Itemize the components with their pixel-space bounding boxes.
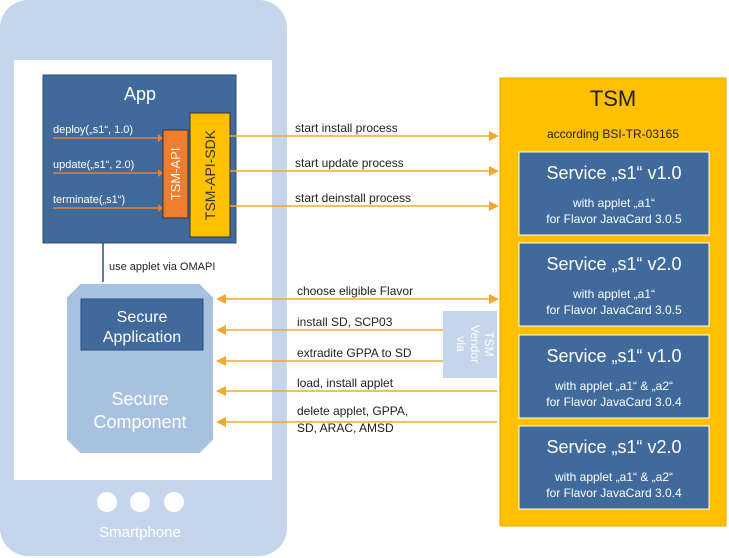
service-card: Service „s1“ v1.0 with applet „a1“ & „a2…: [518, 334, 710, 419]
tsm-box: TSM according BSI-TR-03165 Service „s1“ …: [499, 77, 727, 527]
label-delete-1: delete applet, GPPA,: [297, 404, 408, 418]
secure-component-label-1: Secure: [111, 389, 168, 409]
service-title: Service „s1“ v1.0: [546, 163, 681, 183]
vendor-label-2: Vendor: [468, 325, 482, 363]
tsm-title: TSM: [590, 86, 636, 111]
chip-pins: [42, 270, 240, 466]
phone-button-2[interactable]: [130, 492, 150, 512]
phone-button-1[interactable]: [97, 492, 117, 512]
service-title: Service „s1“ v2.0: [546, 254, 681, 274]
app-title: App: [124, 84, 156, 104]
label-load-install: load, install applet: [297, 376, 394, 390]
secure-application-label-2: Application: [103, 329, 181, 346]
service-line2: for Flavor JavaCard 3.0.5: [546, 303, 682, 317]
service-card-3: [518, 334, 710, 419]
service-card-4: [518, 425, 710, 510]
service-card-2: [518, 242, 710, 327]
service-line1: with applet „a1“: [572, 196, 655, 210]
service-line2: for Flavor JavaCard 3.0.4: [546, 486, 682, 500]
phone-button-3[interactable]: [164, 492, 184, 512]
label-deinstall-process: start deinstall process: [295, 191, 411, 205]
service-line1: with applet „a1“ & „a2“: [554, 379, 673, 393]
call-update: update(„s1“, 2.0): [53, 159, 134, 171]
label-install-process: start install process: [295, 121, 398, 135]
service-line2: for Flavor JavaCard 3.0.5: [546, 212, 682, 226]
tsm-api-box: [162, 129, 189, 219]
label-delete-2: SD, ARAC, AMSD: [297, 421, 394, 435]
call-terminate: terminate(„s1“): [53, 194, 125, 206]
label-update-process: start update process: [295, 156, 404, 170]
process-arrows: [230, 131, 499, 211]
service-card: Service „s1“ v2.0 with applet „a1“ for F…: [518, 242, 710, 327]
tsm-subtitle: according BSI-TR-03165: [547, 127, 679, 141]
service-card: Service „s1“ v2.0 with applet „a1“ & „a2…: [518, 425, 710, 510]
smartphone-label: Smartphone: [99, 524, 181, 541]
secure-component-label-2: Component: [93, 412, 186, 432]
call-deploy: deploy(„s1“, 1.0): [53, 124, 133, 136]
service-card: Service „s1“ v1.0 with applet „a1“ for F…: [518, 151, 710, 236]
service-title: Service „s1“ v1.0: [546, 346, 681, 366]
service-line2: for Flavor JavaCard 3.0.4: [546, 395, 682, 409]
vendor-label-3: TSM: [482, 331, 496, 356]
vendor-label-1: via: [454, 336, 468, 352]
app-box: App deploy(„s1“, 1.0) update(„s1“, 2.0) …: [42, 74, 237, 244]
call-update-arrowhead: [158, 169, 163, 177]
service-title: Service „s1“ v2.0: [546, 437, 681, 457]
secure-arrows: [216, 294, 499, 427]
tsm-api-sdk-box: [189, 112, 231, 238]
tsm-api-label: TSM-API: [168, 148, 183, 201]
secure-application-label-1: Secure: [117, 309, 168, 326]
service-line1: with applet „a1“: [572, 287, 655, 301]
call-terminate-arrowhead: [158, 204, 163, 212]
label-extradite: extradite GPPA to SD: [297, 346, 412, 360]
label-choose-flavor: choose eligible Flavor: [297, 284, 413, 298]
vendor-tsm-box: [443, 311, 497, 378]
label-install-sd: install SD, SCP03: [297, 315, 393, 329]
secure-application-box: [80, 298, 204, 351]
tsm-api-sdk-label: TSM-API-SDK: [202, 129, 218, 220]
service-line1: with applet „a1“ & „a2“: [554, 470, 673, 484]
call-deploy-arrowhead: [158, 134, 163, 142]
service-card-1: [518, 151, 710, 236]
